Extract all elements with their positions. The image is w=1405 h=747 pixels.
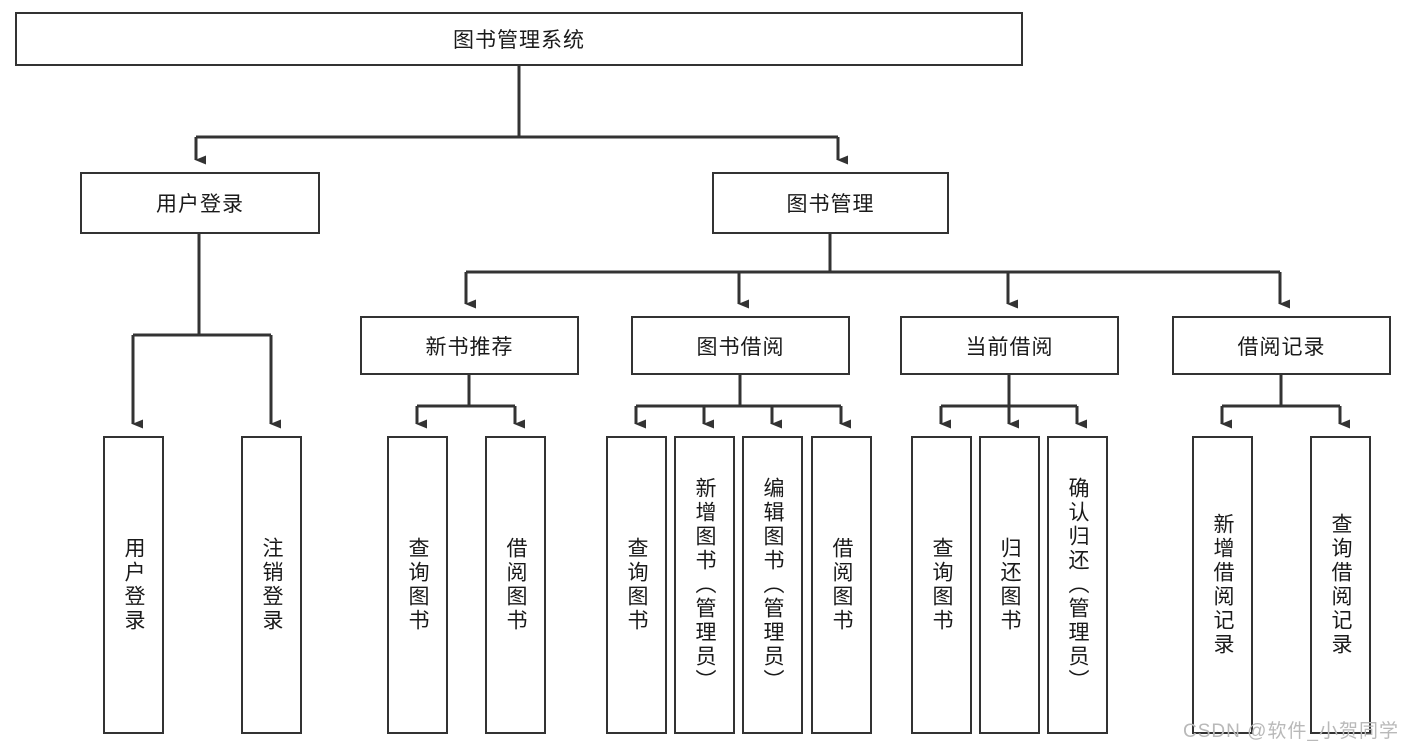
leaf-user-login-signin[interactable]: 用户登录	[103, 436, 164, 734]
node-label: 查询图书	[930, 537, 953, 633]
leaf-borrow-edit-book-admin[interactable]: 编辑图书（管理员）	[742, 436, 803, 734]
node-label: 新增图书（管理员）	[693, 477, 716, 693]
node-label: 当前借阅	[965, 335, 1054, 359]
leaf-borrow-borrow-book[interactable]: 借阅图书	[811, 436, 872, 734]
leaf-current-return-book[interactable]: 归还图书	[979, 436, 1040, 734]
node-label: 归还图书	[998, 537, 1021, 633]
leaf-user-login-signout[interactable]: 注销登录	[241, 436, 302, 734]
node-label: 用户登录	[156, 193, 244, 216]
leaf-recommend-borrow-book[interactable]: 借阅图书	[485, 436, 546, 734]
node-new-book-recommend[interactable]: 新书推荐	[360, 316, 579, 375]
node-label: 确认归还（管理员）	[1066, 477, 1089, 693]
node-label: 用户登录	[122, 537, 145, 633]
node-borrow-records[interactable]: 借阅记录	[1172, 316, 1391, 375]
leaf-borrow-add-book-admin[interactable]: 新增图书（管理员）	[674, 436, 735, 734]
node-root-system[interactable]: 图书管理系统	[15, 12, 1023, 66]
leaf-recommend-query-book[interactable]: 查询图书	[387, 436, 448, 734]
node-label: 借阅图书	[504, 537, 527, 633]
watermark-text: CSDN @软件_小贺同学	[1183, 721, 1399, 742]
node-book-management[interactable]: 图书管理	[712, 172, 949, 234]
node-label: 查询借阅记录	[1329, 513, 1352, 657]
leaf-records-query-record[interactable]: 查询借阅记录	[1310, 436, 1371, 734]
node-label: 图书管理	[786, 193, 875, 216]
node-label: 图书管理系统	[453, 29, 585, 52]
leaf-borrow-query-book[interactable]: 查询图书	[606, 436, 667, 734]
node-label: 新书推荐	[425, 335, 514, 359]
leaf-current-confirm-return-admin[interactable]: 确认归还（管理员）	[1047, 436, 1108, 734]
leaf-current-query-book[interactable]: 查询图书	[911, 436, 972, 734]
leaf-records-add-record[interactable]: 新增借阅记录	[1192, 436, 1253, 734]
node-label: 借阅记录	[1237, 335, 1326, 359]
node-label: 新增借阅记录	[1211, 513, 1234, 657]
node-label: 查询图书	[625, 537, 648, 633]
node-book-borrow[interactable]: 图书借阅	[631, 316, 850, 375]
node-label: 编辑图书（管理员）	[761, 477, 784, 693]
node-label: 图书借阅	[696, 335, 785, 359]
node-label: 注销登录	[260, 537, 283, 633]
node-user-login[interactable]: 用户登录	[80, 172, 320, 234]
node-label: 借阅图书	[830, 537, 853, 633]
node-label: 查询图书	[406, 537, 429, 633]
node-current-borrow[interactable]: 当前借阅	[900, 316, 1119, 375]
